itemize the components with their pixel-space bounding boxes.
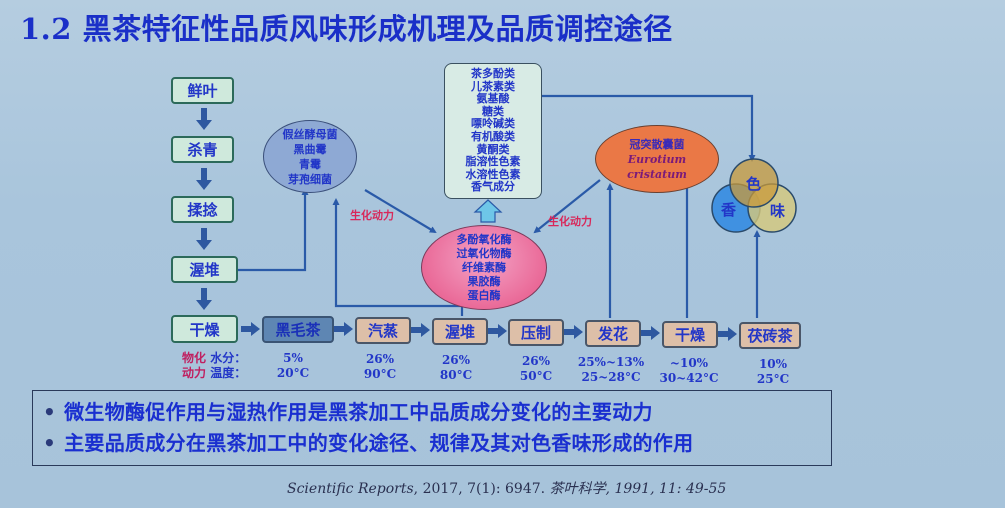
step-drying: 干燥 bbox=[171, 315, 238, 343]
step-flowering: 发花 bbox=[585, 320, 641, 347]
microbes-ellipse: 假丝酵母菌 黑曲霉 青霉 芽孢细菌 bbox=[263, 120, 357, 193]
slide-title: 1.2 黑茶特征性品质风味形成机理及品质调控途径 bbox=[20, 12, 673, 46]
param-steaming: 26%90°C bbox=[363, 352, 397, 381]
step-rolling: 揉捻 bbox=[171, 196, 234, 223]
step-piling-2: 渥堆 bbox=[432, 318, 488, 345]
step-drying-2: 干燥 bbox=[662, 321, 718, 348]
param-flowering: 25%~13%25~28°C bbox=[577, 355, 645, 384]
citation: Scientific Reports, 2017, 7(1): 6947. 茶叶… bbox=[287, 481, 727, 497]
step-raw-dark-tea: 黑毛茶 bbox=[262, 316, 334, 343]
summary-box: •微生物酶促作用与湿热作用是黑茶加工中品质成分变化的主要动力 •主要品质成分在黑… bbox=[32, 390, 832, 466]
summary-line-2: •主要品质成分在黑茶加工中的变化途径、规律及其对色香味形成的作用 bbox=[43, 431, 694, 455]
summary-line-1: •微生物酶促作用与湿热作用是黑茶加工中品质成分变化的主要动力 bbox=[43, 400, 653, 424]
right-arrows bbox=[241, 322, 737, 341]
venn-aroma-label: 香 bbox=[721, 201, 737, 219]
param-fuzhuan-tea: 10%25°C bbox=[756, 357, 790, 386]
venn-diagram bbox=[711, 158, 797, 233]
param-piling-2: 26%80°C bbox=[439, 353, 473, 382]
eurotium-ellipse: 冠突散囊菌 Eurotium cristatum bbox=[595, 125, 719, 193]
up-hollow-arrow bbox=[473, 199, 503, 223]
down-arrows bbox=[196, 108, 212, 310]
driving-force-label-right: 生化动力 bbox=[548, 215, 592, 228]
step-steaming: 汽蒸 bbox=[355, 317, 411, 344]
step-pressing: 压制 bbox=[508, 319, 564, 346]
step-fixing: 杀青 bbox=[171, 136, 234, 163]
venn-taste-label: 味 bbox=[770, 202, 786, 220]
step-piling: 渥堆 bbox=[171, 256, 238, 283]
step-fresh-leaf: 鲜叶 bbox=[171, 77, 234, 104]
param-label-moisture: 物化 水分： bbox=[182, 351, 247, 365]
driving-force-label-left: 生化动力 bbox=[350, 209, 394, 222]
venn-color-label: 色 bbox=[746, 175, 762, 193]
step-fuzhuan-tea: 茯砖茶 bbox=[739, 322, 801, 349]
param-drying-2: ~10%30~42°C bbox=[659, 356, 719, 385]
param-label-temperature: 动力 温度： bbox=[182, 366, 247, 380]
enzymes-ellipse: 多酚氧化酶 过氧化物酶 纤维素酶 果胶酶 蛋白酶 bbox=[421, 225, 547, 310]
compounds-box: 茶多酚类 儿茶素类 氨基酸 糖类 嘌呤碱类 有机酸类 黄酮类 脂溶性色素 水溶性… bbox=[444, 63, 542, 199]
param-pressing: 26%50°C bbox=[519, 354, 553, 383]
param-raw-dark-tea: 5%20°C bbox=[276, 351, 310, 380]
